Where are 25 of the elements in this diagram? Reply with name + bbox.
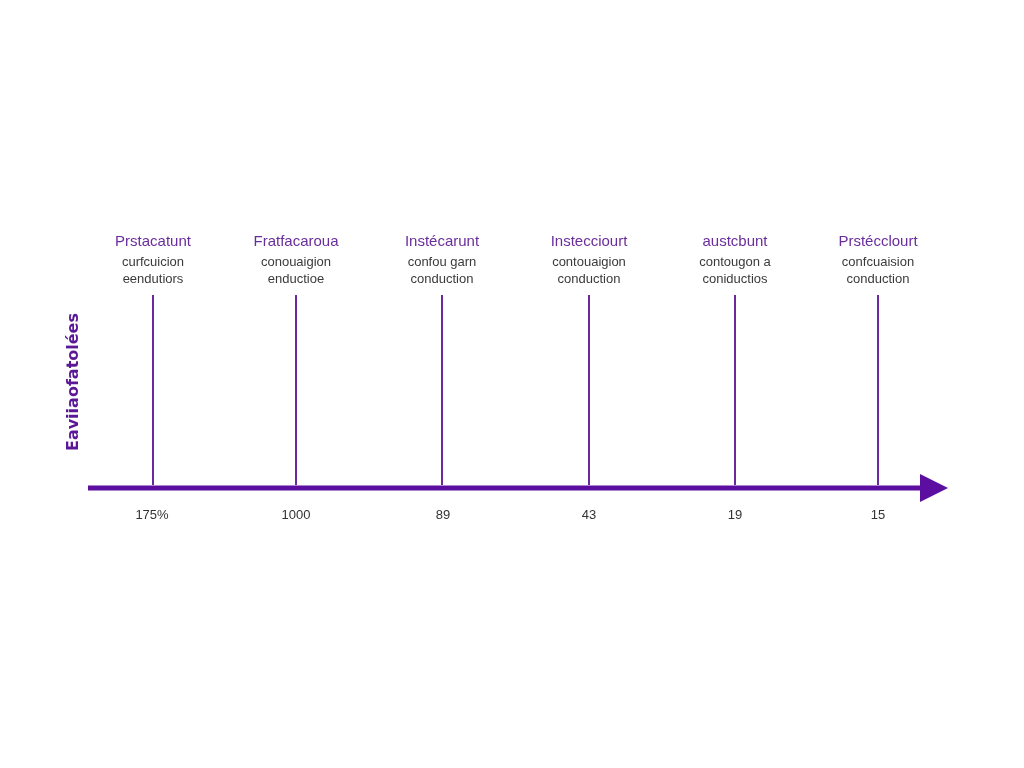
connector-line bbox=[152, 294, 154, 486]
timeline-heading: Instecciourt bbox=[550, 232, 628, 250]
value-label: 15 bbox=[870, 507, 886, 523]
timeline-heading: Fratfacaroua bbox=[253, 232, 339, 250]
timeline-heading: austcbunt bbox=[702, 232, 768, 250]
connector-line bbox=[734, 294, 736, 486]
timeline-description: contouaigion conduction bbox=[551, 253, 627, 287]
connector-line bbox=[441, 294, 443, 486]
value-label: 19 bbox=[727, 507, 743, 523]
connector-line bbox=[877, 294, 879, 486]
value-label: 1000 bbox=[281, 507, 311, 523]
axis-title: Eaviiaofatolées bbox=[62, 313, 82, 451]
connector-line bbox=[295, 294, 297, 486]
value-label: 175% bbox=[135, 507, 169, 523]
timeline-description: confcuaision conduction bbox=[841, 253, 915, 287]
value-label: 43 bbox=[581, 507, 597, 523]
timeline-description: contougon a coniductios bbox=[698, 253, 772, 287]
timeline-heading: Prstacatunt bbox=[115, 232, 191, 250]
connector-line bbox=[588, 294, 590, 486]
timeline-description: conouaigion enductioe bbox=[260, 253, 332, 287]
timeline-description: confou garn conduction bbox=[407, 253, 477, 287]
timeline-heading: Instécarunt bbox=[404, 232, 480, 250]
timeline-heading: Prstécclourt bbox=[838, 232, 918, 250]
timeline-description: curfcuicion eendutiors bbox=[121, 253, 185, 287]
value-label: 89 bbox=[435, 507, 451, 523]
